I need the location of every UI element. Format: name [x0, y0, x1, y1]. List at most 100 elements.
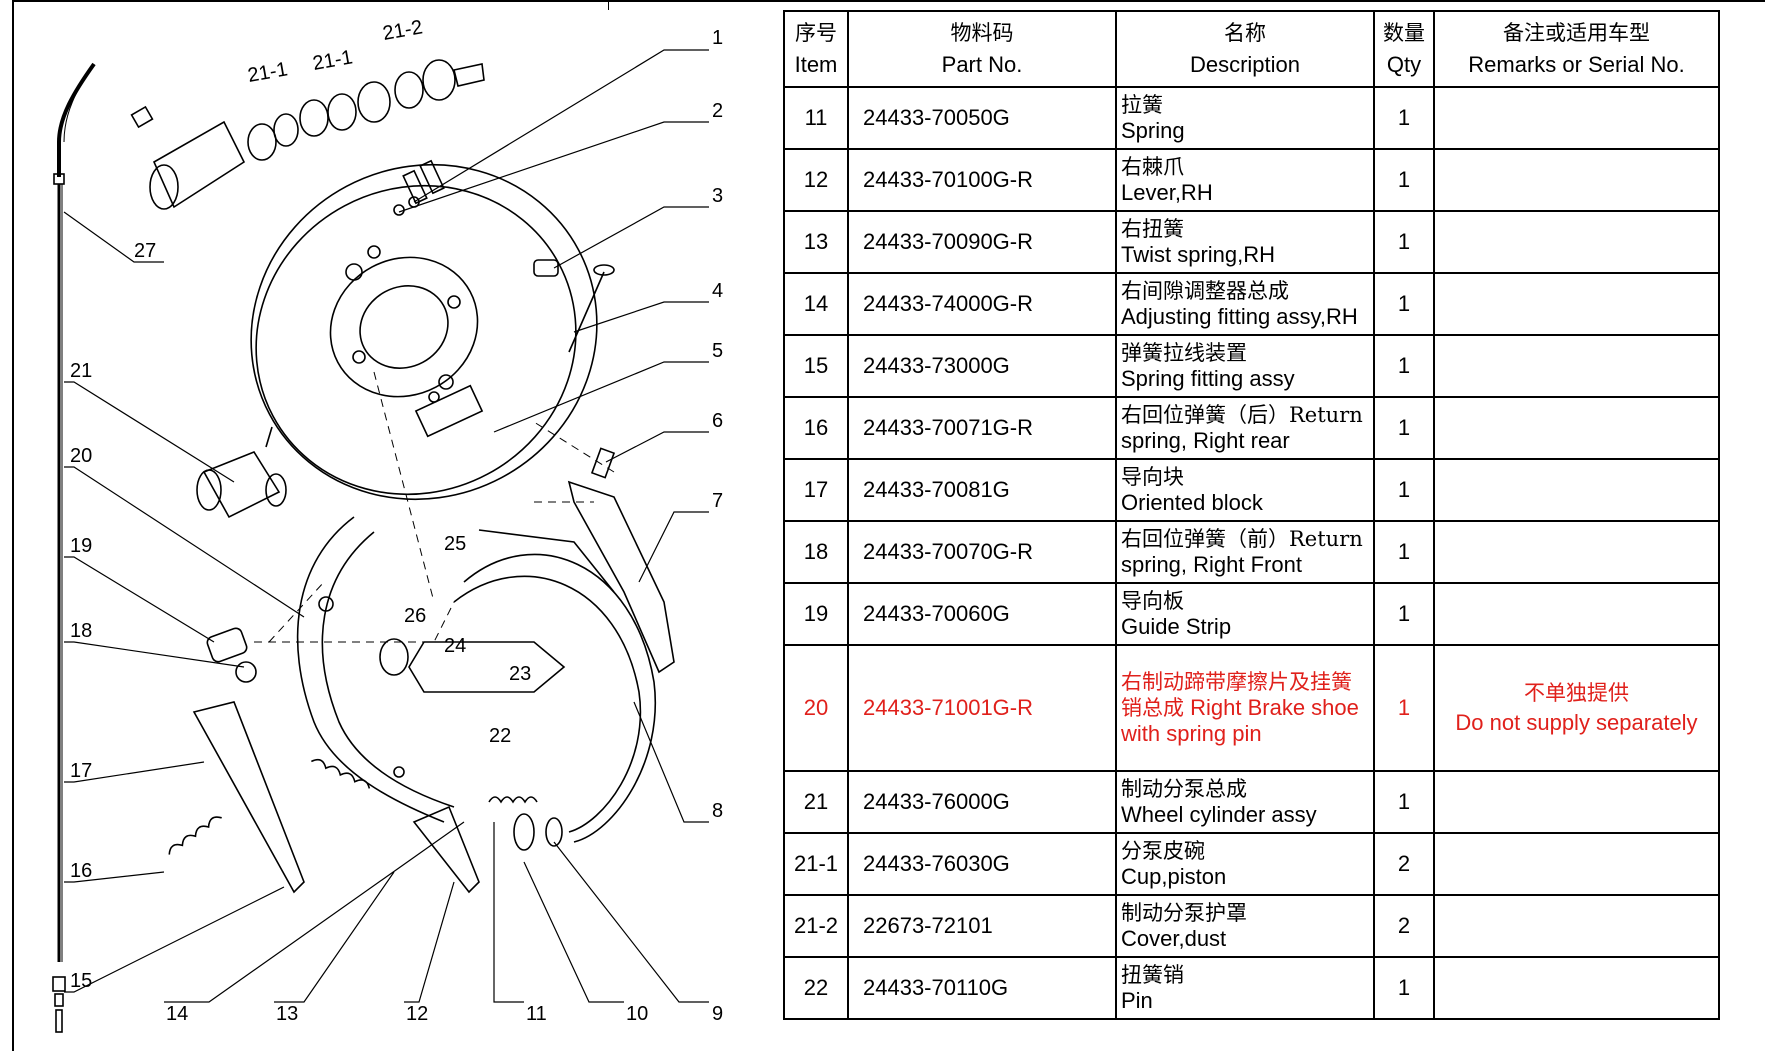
- wheel-cylinder-exploded: [130, 59, 485, 210]
- leader-lines: [63, 49, 709, 1003]
- lever-part-12: [412, 805, 480, 894]
- desc-en: spring, Right Front: [1121, 552, 1302, 577]
- desc-en: Spring fitting assy: [1121, 366, 1295, 391]
- cell-item: 20: [783, 644, 849, 772]
- svg-text:14: 14: [166, 1003, 188, 1025]
- cell-qty: 1: [1373, 334, 1435, 398]
- cell-part-no: 24433-70100G-R: [847, 148, 1117, 212]
- guide-strip-part-19: [206, 627, 248, 663]
- svg-text:2: 2: [712, 100, 723, 122]
- cell-qty: 1: [1373, 210, 1435, 274]
- desc-zh: 导向板: [1121, 589, 1184, 613]
- cable-part-27: [52, 62, 96, 1033]
- adjuster-part-23: [408, 641, 566, 693]
- cell-qty: 1: [1373, 956, 1435, 1020]
- cell-part-no: 24433-70110G: [847, 956, 1117, 1020]
- desc-zh: 弹簧拉线装置: [1121, 341, 1247, 365]
- desc-zh: 右回位弹簧（前）Return: [1121, 527, 1363, 551]
- cell-part-no: 24433-74000G-R: [847, 272, 1117, 336]
- page-frame: [12, 0, 1765, 1051]
- cell-part-no: 24433-73000G: [847, 334, 1117, 398]
- svg-text:7: 7: [712, 490, 723, 512]
- cell-remarks: [1433, 832, 1720, 896]
- svg-text:27: 27: [134, 240, 156, 262]
- svg-text:15: 15: [70, 970, 92, 992]
- cell-remarks: [1433, 210, 1720, 274]
- desc-zh: 制动分泵护罩: [1121, 901, 1247, 925]
- cell-item: 16: [783, 396, 849, 460]
- callout-labels: 1 2 3 4 5 6 7 8 9 10 11 12 13 14 15 16 1…: [70, 16, 723, 1025]
- svg-text:9: 9: [712, 1003, 723, 1025]
- cell-item: 17: [783, 458, 849, 522]
- cell-remarks: [1433, 894, 1720, 958]
- desc-zh: 拉簧: [1121, 93, 1163, 117]
- cell-part-no: 24433-76000G: [847, 770, 1117, 834]
- cell-qty: 2: [1373, 894, 1435, 958]
- cell-remarks: [1433, 396, 1720, 460]
- cell-qty: 1: [1373, 272, 1435, 336]
- svg-text:19: 19: [70, 535, 92, 557]
- pin-part-4: [568, 264, 615, 353]
- svg-text:20: 20: [70, 445, 92, 467]
- desc-zh: 右棘爪: [1121, 155, 1184, 179]
- cell-description: 右制动蹄带摩擦片及挂簧销总成 Right Brake shoe with spr…: [1115, 644, 1375, 772]
- cell-item: 12: [783, 148, 849, 212]
- desc-en: Cover,dust: [1121, 926, 1227, 951]
- cell-qty: 1: [1373, 582, 1435, 646]
- cell-qty: 1: [1373, 770, 1435, 834]
- desc-en: Oriented block: [1121, 490, 1263, 515]
- svg-text:1: 1: [712, 27, 723, 49]
- desc-en: Lever,RH: [1121, 180, 1213, 205]
- svg-text:21-1: 21-1: [311, 46, 354, 75]
- cell-part-no: 24433-70070G-R: [847, 520, 1117, 584]
- desc-en: spring, Right rear: [1121, 428, 1290, 453]
- cell-item: 21-2: [783, 894, 849, 958]
- cell-qty: 2: [1373, 832, 1435, 896]
- desc-en: Spring: [1121, 118, 1185, 143]
- cell-item: 14: [783, 272, 849, 336]
- lever-part-7: [567, 480, 675, 674]
- cell-item: 21-1: [783, 832, 849, 896]
- desc-en: Adjusting fitting assy,RH: [1121, 304, 1358, 329]
- svg-text:16: 16: [70, 860, 92, 882]
- cell-qty: 1: [1373, 148, 1435, 212]
- cell-item: 11: [783, 86, 849, 150]
- cell-remarks: [1433, 520, 1720, 584]
- brake-shoe-part-8: [453, 529, 657, 843]
- cell-item: 19: [783, 582, 849, 646]
- cell-part-no: 24433-70071G-R: [847, 396, 1117, 460]
- svg-text:17: 17: [70, 760, 92, 782]
- svg-text:6: 6: [712, 410, 723, 432]
- cell-qty: 1: [1373, 520, 1435, 584]
- svg-text:26: 26: [404, 605, 426, 627]
- desc-zh: 右间隙调整器总成: [1121, 279, 1289, 303]
- plug-part-3: [533, 259, 559, 277]
- header-divider: [608, 0, 609, 10]
- desc-en: Wheel cylinder assy: [1121, 802, 1317, 827]
- cell-part-no: 22673-72101: [847, 894, 1117, 958]
- svg-text:4: 4: [712, 280, 723, 302]
- svg-text:10: 10: [626, 1003, 648, 1025]
- cell-remarks: [1433, 956, 1720, 1020]
